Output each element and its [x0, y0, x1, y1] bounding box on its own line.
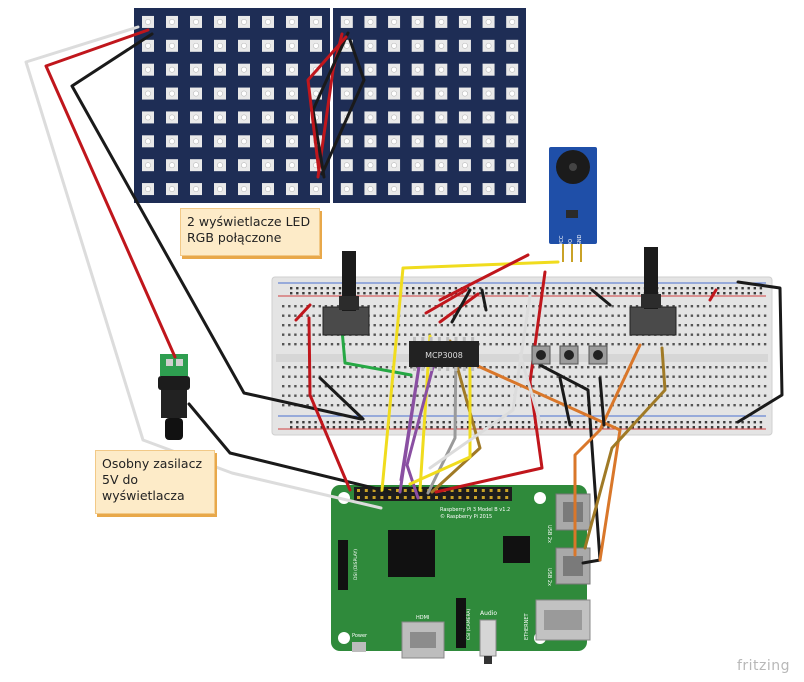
pi-audio-label: Audio	[480, 610, 497, 617]
pi-csi-label: CSI (CAMERA)	[466, 609, 472, 640]
pi-model-line2: © Raspberry Pi 2015	[440, 513, 492, 520]
pi-dsi-label: DSI (DISPLAY)	[353, 549, 359, 580]
mcp3008-chip: MCP3008	[409, 337, 479, 371]
pi-ethernet-label: ETHERNET	[524, 612, 530, 640]
note-led-line-1: 2 wyświetlacze LED	[187, 214, 311, 229]
note-led-line-2: RGB połączone	[187, 230, 282, 245]
note-psu-line-3: wyświetlacza	[102, 488, 185, 503]
buzzer-module: VCC I/O GND	[549, 147, 597, 262]
potentiometer-left	[322, 251, 370, 336]
buzzer-pin-vcc: VCC	[559, 235, 565, 246]
pi-hdmi-label: HDMI	[416, 615, 429, 621]
buzzer-pin-io: I/O	[568, 239, 574, 246]
buzzer-pin-gnd: GND	[577, 234, 583, 246]
push-button-1	[531, 345, 551, 365]
mcp3008-label: MCP3008	[425, 351, 463, 360]
wires	[24, 25, 784, 565]
pi-usb2-label: USB 2x	[546, 568, 552, 586]
led-matrix-left	[134, 8, 330, 203]
raspberry-pi-board: Raspberry Pi 3 Model B v1.2 © Raspberry …	[331, 485, 591, 664]
push-button-2	[559, 345, 579, 365]
note-led-displays: 2 wyświetlacze LED RGB połączone	[180, 208, 320, 256]
push-button-3	[588, 345, 608, 365]
pi-model-line1: Raspberry Pi 3 Model B v1.2	[440, 507, 510, 513]
note-psu-line-2: 5V do	[102, 472, 139, 487]
note-power-supply: Osobny zasilacz 5V do wyświetlacza	[95, 450, 215, 514]
note-psu-line-1: Osobny zasilacz	[102, 456, 202, 471]
led-matrix-right	[333, 8, 526, 203]
pi-power-label: Power	[352, 633, 368, 639]
fritzing-logo: fritzing	[736, 658, 790, 674]
potentiometer-right	[629, 247, 677, 336]
dc-power-jack	[158, 354, 190, 440]
pi-usb1-label: USB 2x	[546, 525, 552, 543]
